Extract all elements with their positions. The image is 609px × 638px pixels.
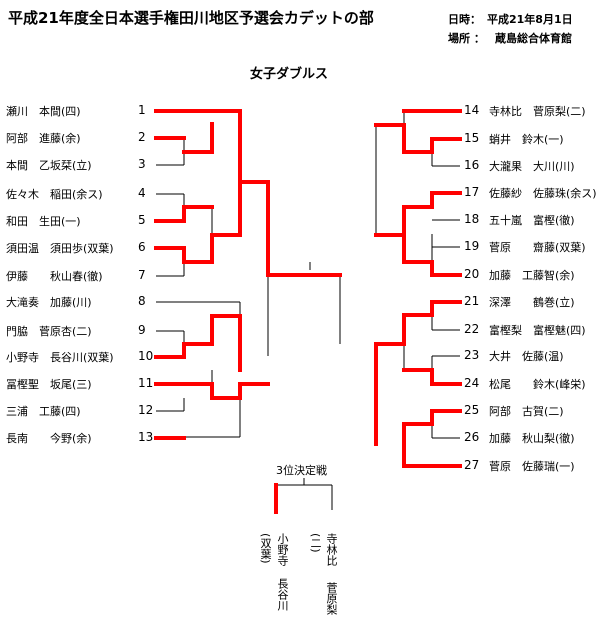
third-left-name1: 小野寺 — [276, 533, 289, 566]
left-entry-name: 冨樫聖 坂尾(三) — [6, 378, 92, 391]
right-entry-number: 16 — [464, 158, 480, 172]
right-entry-name: 菅原 佐藤瑞(一) — [489, 460, 575, 473]
third-left-name2: 長谷川 — [276, 578, 289, 611]
left-entry-number: 6 — [138, 240, 146, 254]
category-title: 女子ダブルス — [250, 67, 329, 82]
left-entry-name: 和田 生田(一) — [6, 215, 81, 228]
right-entry-number: 17 — [464, 185, 480, 199]
third-right-school: (二) — [309, 533, 322, 553]
right-entry-name: 加藤 秋山梨(徹) — [489, 432, 575, 445]
right-entry-name: 佐藤紗 佐藤珠(余ス) — [489, 187, 597, 200]
left-entry-name: 小野寺 長谷川(双葉) — [6, 351, 114, 364]
left-entry-name: 伊藤 秋山春(徹) — [6, 270, 103, 283]
right-entry-number: 15 — [464, 131, 480, 145]
right-entry-number: 18 — [464, 212, 480, 226]
right-entry-name: 蛸井 鈴木(一) — [489, 133, 564, 146]
left-entry-name: 長南 今野(余) — [6, 432, 92, 445]
right-entry-number: 19 — [464, 239, 480, 253]
left-entry-number: 8 — [138, 294, 146, 308]
left-entry-number: 5 — [138, 213, 146, 227]
right-entry-name: 松尾 鈴木(峰栄) — [489, 378, 586, 391]
date-value: 平成21年8月1日 — [487, 13, 573, 26]
page-title: 平成21年度全日本選手権田川地区予選会カデットの部 — [8, 9, 374, 27]
left-entry-number: 11 — [138, 376, 154, 390]
right-entry-number: 26 — [464, 430, 480, 444]
right-entry-number: 27 — [464, 458, 480, 472]
right-entry-number: 22 — [464, 322, 480, 336]
right-entry-number: 21 — [464, 294, 480, 308]
date-label: 日時： — [448, 13, 481, 26]
third-right-name2: 菅原梨 — [325, 582, 338, 615]
right-entry-name: 五十嵐 富樫(徹) — [489, 214, 575, 227]
left-entry-number: 13 — [138, 430, 154, 444]
third-place-title: 3位決定戦 — [276, 464, 327, 477]
left-entry-name: 佐々木 稲田(余ス) — [6, 188, 103, 201]
third-left-school: (双葉) — [259, 533, 272, 564]
right-entry-number: 20 — [464, 267, 480, 281]
right-entry-name: 阿部 古賀(二) — [489, 405, 564, 418]
right-entry-name: 大井 佐藤(温) — [489, 350, 564, 363]
left-entry-name: 門脇 菅原杏(二) — [6, 325, 92, 338]
left-entry-number: 9 — [138, 323, 146, 337]
left-entry-name: 阿部 進藤(余) — [6, 132, 81, 145]
left-entry-number: 10 — [138, 349, 154, 363]
right-entry-name: 菅原 齋藤(双葉) — [489, 241, 586, 254]
venue-label: 場所 ： — [448, 32, 485, 45]
right-entry-number: 23 — [464, 348, 480, 362]
left-entry-number: 2 — [138, 130, 146, 144]
right-entry-number: 14 — [464, 103, 480, 117]
right-entry-name: 寺林比 菅原梨(二) — [489, 105, 586, 118]
right-entry-number: 24 — [464, 376, 480, 390]
right-entry-name: 富樫梨 富樫魅(四) — [489, 324, 586, 337]
left-entry-name: 三浦 工藤(四) — [6, 405, 81, 418]
right-entry-name: 加藤 工藤智(余) — [489, 269, 575, 282]
left-entry-number: 7 — [138, 268, 146, 282]
left-entry-name: 須田温 須田歩(双葉) — [6, 242, 114, 255]
left-entry-number: 3 — [138, 157, 146, 171]
left-entry-number: 1 — [138, 103, 146, 117]
loser-lines — [156, 111, 460, 510]
venue-value: 蔵島総合体育館 — [495, 32, 572, 45]
right-entry-number: 25 — [464, 403, 480, 417]
right-entry-name: 深澤 鶴巻(立) — [489, 296, 575, 309]
winner-lines — [154, 109, 462, 514]
left-entry-number: 12 — [138, 403, 154, 417]
left-entry-name: 本間 乙坂栞(立) — [6, 159, 92, 172]
left-entry-name: 瀬川 本間(四) — [6, 105, 81, 118]
third-right-name1: 寺林比 — [325, 533, 338, 566]
left-entry-name: 大滝奏 加藤(川) — [6, 296, 92, 309]
left-entry-number: 4 — [138, 186, 146, 200]
right-entry-name: 大瀧果 大川(川) — [489, 160, 575, 173]
